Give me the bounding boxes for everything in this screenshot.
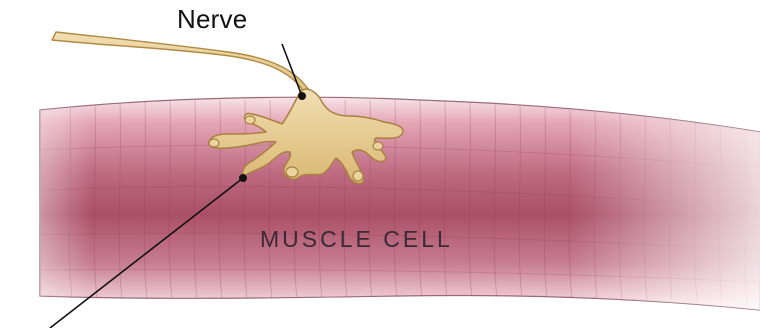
terminal-leader-dot [239,174,247,182]
nerve-label: Nerve [177,4,247,35]
nerve-leader-dot [298,92,306,100]
muscle-cell-label: MUSCLE CELL [260,226,453,253]
